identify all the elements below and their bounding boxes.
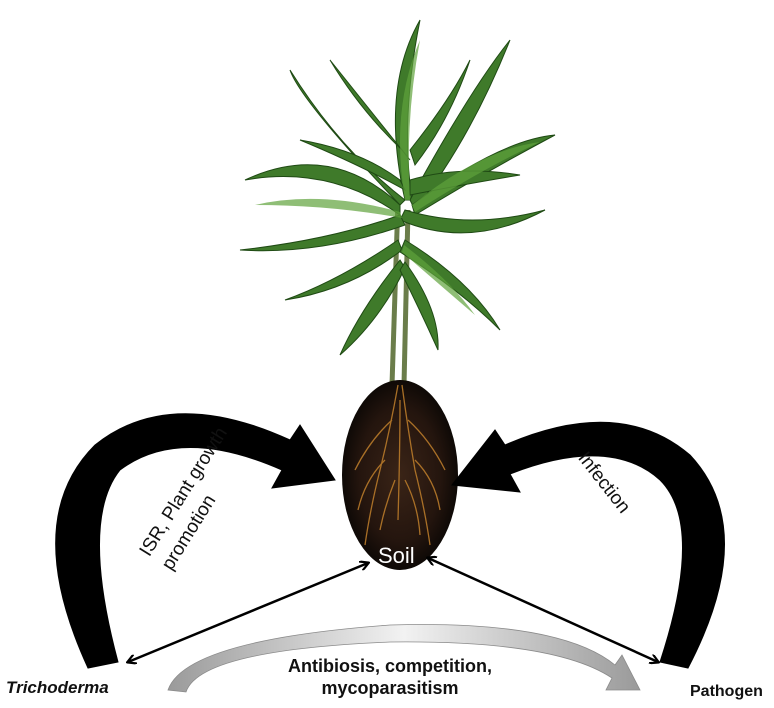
soil-label: Soil: [378, 543, 415, 569]
root-ball-icon: [342, 380, 458, 570]
antibiosis-label: Antibiosis, competition, mycoparasitism: [240, 655, 540, 699]
pathogen-label: Pathogen: [690, 683, 763, 701]
plant-illustration: [240, 20, 555, 385]
trichoderma-label: Trichoderma: [6, 678, 109, 698]
